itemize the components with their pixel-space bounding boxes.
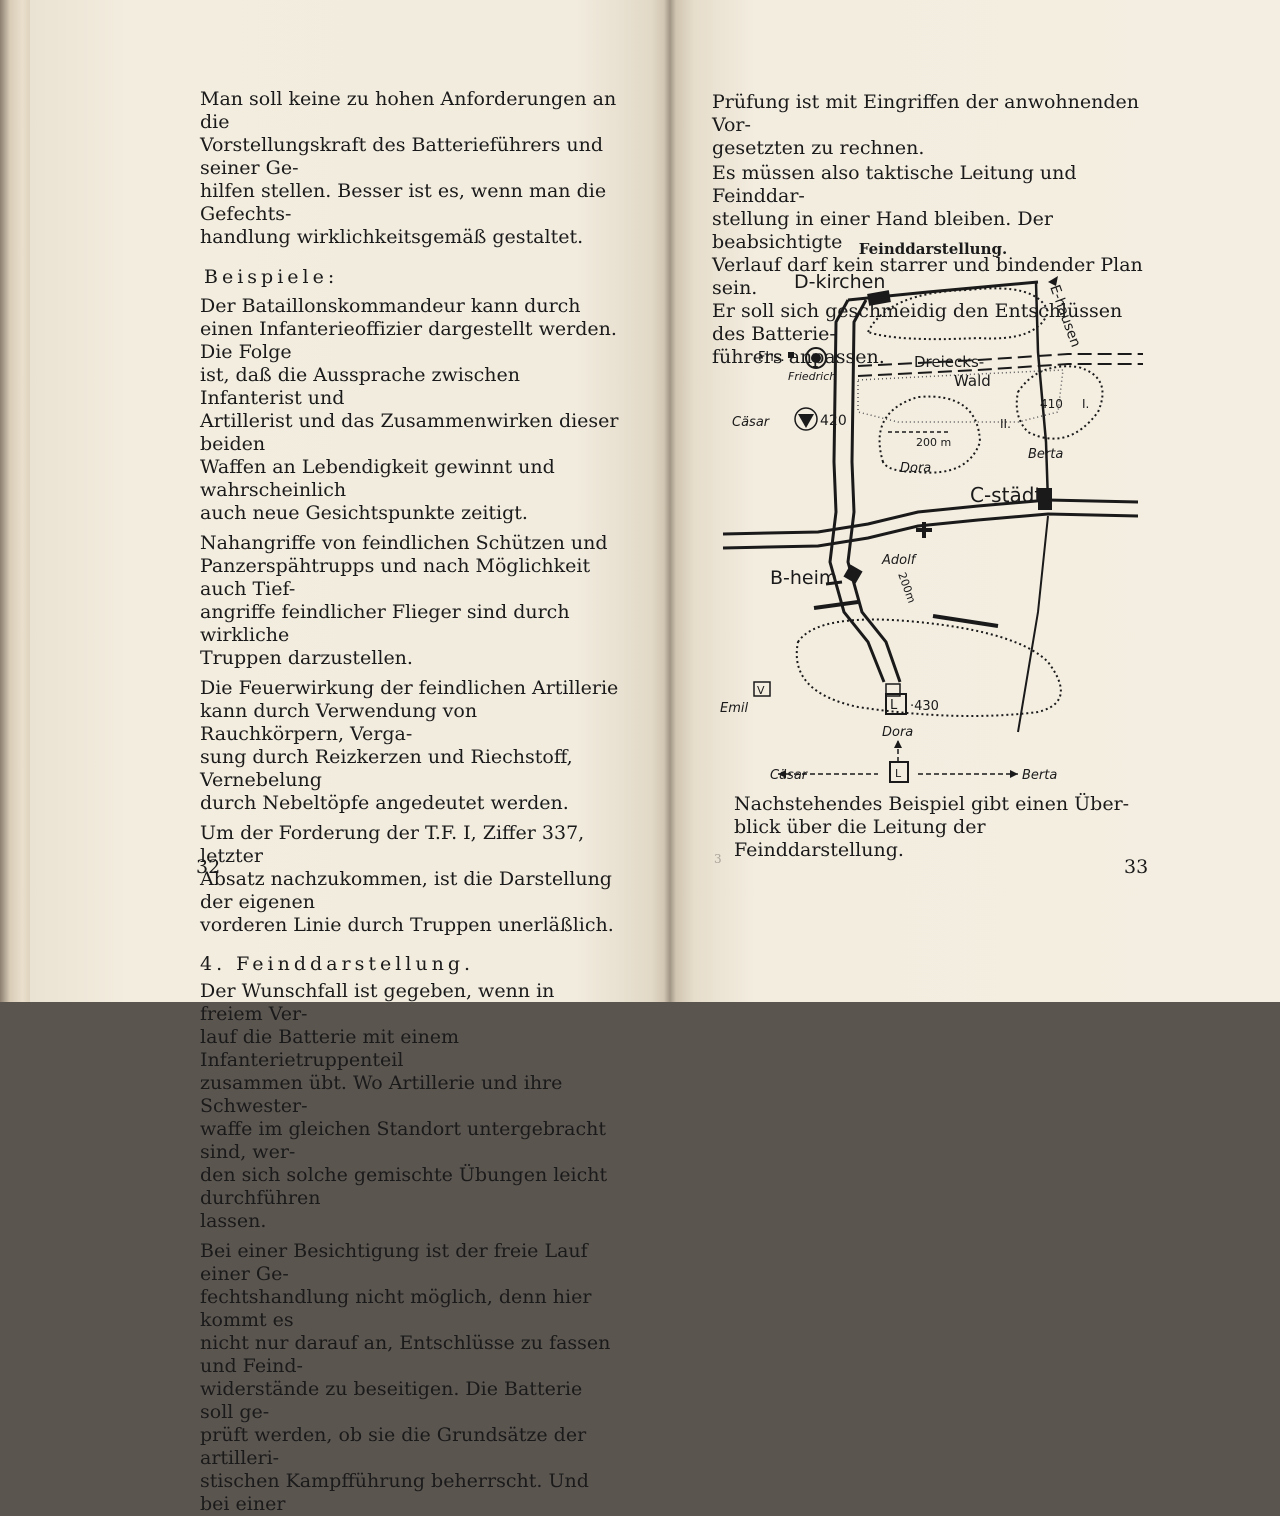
handwritten-emil: Emil [720,701,748,716]
forest-outline [857,369,1064,423]
road-main-edge [722,512,1139,550]
right-page-after-map: Nachstehendes Beispiel gibt einen Über- … [734,793,1154,862]
label-200m-a: 200 m [916,436,951,449]
battery-triangle-icon [798,414,814,428]
right-page-text: Prüfung ist mit Eingriffen der anwohnend… [712,91,1144,369]
hill-east [1015,365,1104,440]
legend-left-label: Cäsar [770,768,809,783]
handwritten-berta: Berta [1028,447,1063,462]
paragraph: Nachstehendes Beispiel gibt einen Über- … [734,793,1130,861]
paragraph: Es müssen also taktische Leitung und Fei… [712,162,1143,368]
book-gutter [664,0,676,1002]
handwritten-dora: Dora [900,461,931,476]
village-cstaedt-marker [1038,488,1052,510]
paragraph: Um der Forderung der T.F. I, Ziffer 337,… [200,822,614,936]
label-ii: II. [1000,417,1011,431]
road-north-south [828,299,886,683]
paragraph: Nahangriffe von feindlichen Schützen und… [200,532,608,669]
front-line-segment [932,614,999,628]
label-bheim: B-heim [770,567,837,589]
forester-house-marker [788,352,794,358]
hill-south [795,618,1062,717]
label-fhs: Fhs. [758,350,785,365]
paragraph: Prüfung ist mit Eingriffen der anwohnend… [712,91,1139,159]
handwritten-adolf: Adolf [881,553,918,568]
village-dkirchen-marker [867,290,891,306]
label-dkirchen: D-kirchen [794,271,885,293]
legend-top-label: Dora [882,725,913,740]
label-dreiecks: Dreiecks- [914,353,984,371]
page-number-left: 32 [196,856,221,878]
arrow-head-right [1010,770,1018,778]
handwritten-friedrich: Friedrich [788,370,836,383]
section-heading: Beispiele: [204,266,339,288]
l-box-icon [885,693,907,715]
label-h430: ·430 [910,699,939,714]
observation-post-icon [805,347,827,369]
label-h410: 410 [1040,397,1063,411]
hill-north [866,287,1050,341]
railway-edge [857,363,1143,377]
road-north-south-edge [846,299,902,683]
handwritten-caesar: Cäsar [732,415,771,430]
legend-l-box [889,761,909,783]
label-wald: Wald [954,372,991,390]
paragraph: Bei einer Besichtigung ist der freie Lau… [200,1240,611,1515]
road-south-east [1017,515,1049,733]
label-i: I. [1082,397,1089,411]
legend-right-label: Berta [1022,768,1057,783]
right-page [670,0,1280,1002]
railway [857,353,1143,367]
margin-mark: 3 [714,852,722,866]
page-number-right: 33 [1124,856,1149,878]
v-box-icon [753,681,771,697]
label-ehausen: E-hausen [1046,283,1083,350]
paragraph: Die Feuerwirkung der feindlichen Artille… [200,677,619,814]
paragraph: Man soll keine zu hohen Anforderungen an… [200,88,617,248]
legend-box-label: L [895,767,902,780]
front-line-segment [825,580,843,586]
section-heading: 4. Feinddarstellung. [200,953,475,975]
left-page-text: Man soll keine zu hohen Anforderungen an… [200,88,620,1516]
tactical-map: D-kirchen C-städt B-heim E-hausen Fhs. D… [720,271,1143,783]
road-east [1034,281,1050,503]
arrow-head-left [778,770,786,778]
cross-icon [916,522,932,538]
label-h420: 420 [820,413,847,429]
paragraph: Der Wunschfall ist gegeben, wenn in frei… [200,980,608,1232]
label-v: V [757,684,765,697]
left-page [30,0,670,1002]
observation-post-dot [811,353,821,363]
label-200m-b: 200m [895,571,918,605]
map-figure: Feinddarstellung. [718,240,1148,800]
arrow-head-ehausen [1048,276,1058,286]
map-title: Feinddarstellung. [858,240,1008,258]
arrow-head-up [894,740,902,748]
label-l: L [890,698,898,713]
gun-symbol-icon [885,683,901,697]
front-line-segment [813,600,859,610]
village-bheim-marker [843,564,863,584]
battery-circle [794,407,818,431]
label-cstaedt: C-städt [970,483,1042,507]
paragraph: Der Bataillonskommandeur kann durch eine… [200,295,619,524]
